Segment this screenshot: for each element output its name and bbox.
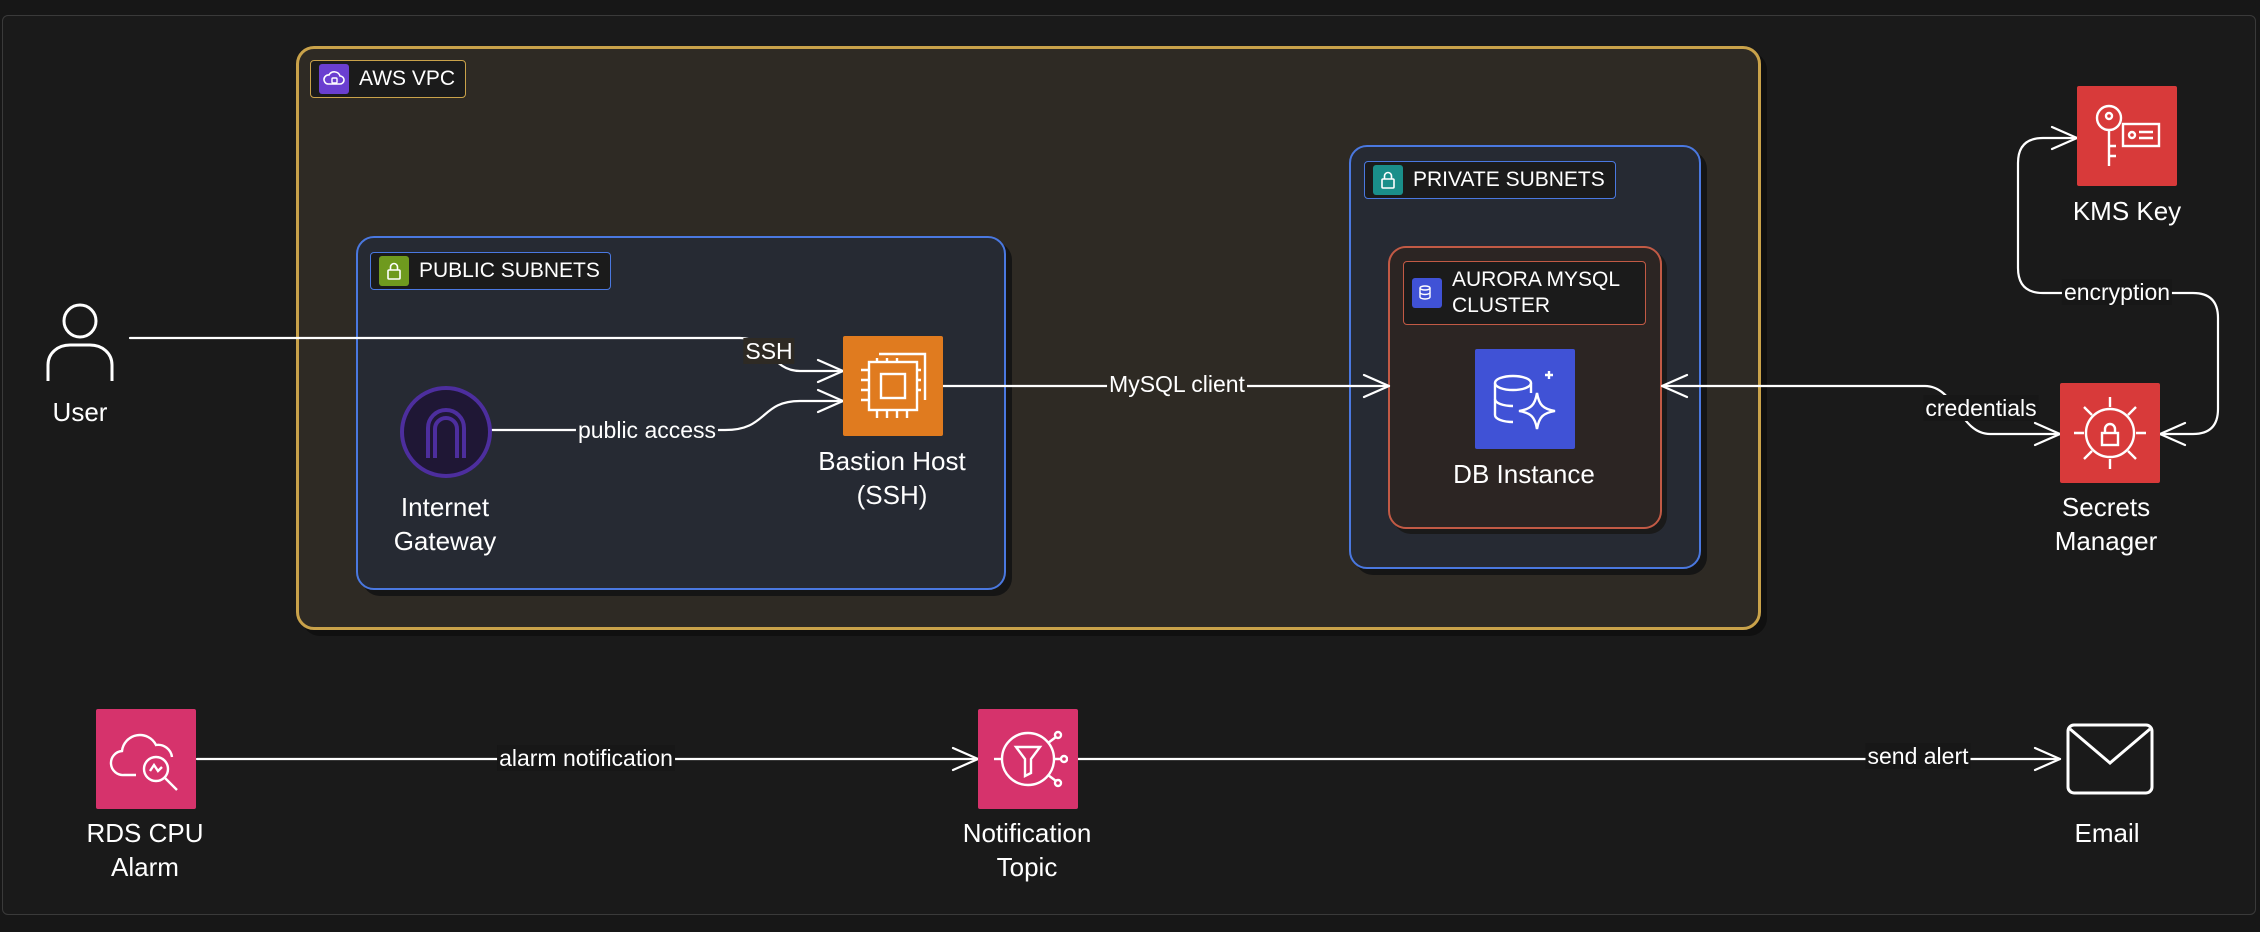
- edge-label-send-alert: send alert: [1865, 743, 1971, 769]
- bastion-host-label: Bastion Host (SSH): [817, 444, 967, 512]
- edge-label-mysql-client: MySQL client: [1107, 371, 1247, 397]
- edge-label-public-access: public access: [575, 417, 719, 443]
- user-label: User: [52, 397, 108, 427]
- secrets-manager-icon: [2074, 397, 2146, 469]
- arrowhead: [2158, 421, 2187, 447]
- cloudwatch-alarm-icon: [109, 733, 178, 791]
- arrowhead: [2033, 746, 2062, 772]
- notification-topic-node[interactable]: [978, 709, 1078, 809]
- edge-label-alarm-notification: alarm notification: [497, 745, 675, 771]
- notification-topic-label-text: Notification Topic: [962, 818, 1092, 882]
- aurora-database-icon: [1493, 371, 1556, 430]
- sns-topic-icon: [994, 730, 1068, 788]
- secrets-manager-node[interactable]: [2060, 383, 2160, 483]
- public-subnets-title-text: PUBLIC SUBNETS: [419, 259, 600, 282]
- email-node[interactable]: [2060, 709, 2160, 809]
- kms-key-label: KMS Key: [2072, 196, 2182, 226]
- secrets-manager-label-text: Secrets Manager: [2054, 492, 2158, 556]
- kms-key-node[interactable]: [2077, 86, 2177, 186]
- rds-cpu-alarm-label-text: RDS CPU Alarm: [86, 818, 204, 882]
- edge-label-credentials: credentials: [1923, 395, 2039, 421]
- edge-label-ssh: SSH: [743, 338, 795, 364]
- arrowhead: [1362, 373, 1391, 399]
- secrets-manager-label: Secrets Manager: [2051, 490, 2161, 558]
- user-node[interactable]: [30, 290, 130, 390]
- lock-icon: [1373, 165, 1403, 195]
- lock-icon: [379, 256, 409, 286]
- vpc-title-text: AWS VPC: [359, 67, 456, 90]
- email-icon: [2066, 723, 2154, 795]
- internet-gateway-node[interactable]: [396, 382, 496, 482]
- notification-topic-label: Notification Topic: [957, 816, 1097, 884]
- private-subnets-title-text: PRIVATE SUBNETS: [1413, 168, 1605, 191]
- db-instance-node[interactable]: [1475, 349, 1575, 449]
- aurora-cluster-title-text: AURORA MYSQL CLUSTER: [1452, 268, 1620, 317]
- edge-label-encryption: encryption: [2061, 279, 2173, 305]
- email-label: Email: [2074, 818, 2140, 848]
- rds-cpu-alarm-node[interactable]: [96, 709, 196, 809]
- vpc-title: AWS VPC: [310, 60, 467, 98]
- database-cluster-icon: [1412, 278, 1442, 308]
- kms-key-icon: [2095, 104, 2161, 166]
- ec2-chip-icon: [861, 352, 927, 418]
- rds-cpu-alarm-label: RDS CPU Alarm: [85, 816, 205, 884]
- arrowhead: [1660, 373, 1689, 399]
- user-icon: [46, 303, 114, 381]
- internet-gateway-label: Internet Gateway: [390, 490, 500, 558]
- private-subnets-title: PRIVATE SUBNETS: [1364, 161, 1616, 199]
- internet-gateway-icon: [400, 386, 492, 478]
- public-subnets-title: PUBLIC SUBNETS: [370, 252, 611, 290]
- bastion-host-label-text: Bastion Host (SSH): [818, 446, 966, 510]
- internet-gateway-label-text: Internet Gateway: [393, 492, 497, 556]
- edge-public-access: [490, 399, 845, 432]
- edge-ssh: [128, 336, 845, 373]
- aurora-cluster-title: AURORA MYSQL CLUSTER: [1403, 261, 1646, 325]
- vpc-cloud-icon: [319, 64, 349, 94]
- bastion-host-node[interactable]: [843, 336, 943, 436]
- db-instance-label: DB Instance: [1453, 459, 1595, 489]
